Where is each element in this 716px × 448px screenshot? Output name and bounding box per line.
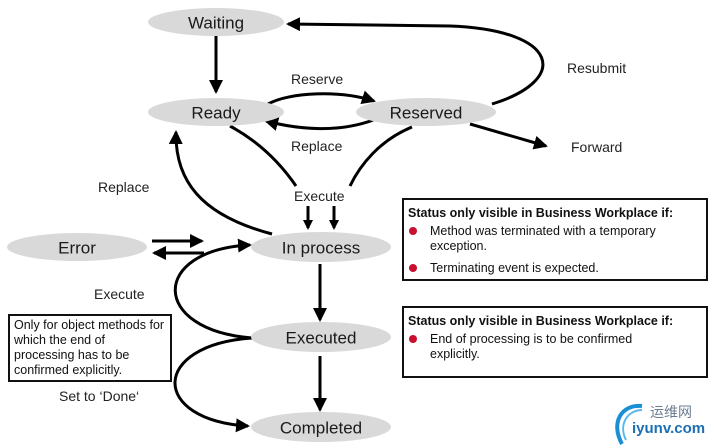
watermark: 运维网 iyunv.com <box>608 400 714 446</box>
info-box-title: Status only visible in Business Workplac… <box>408 314 674 328</box>
info-box-item: Terminating event is expected. <box>404 261 706 276</box>
edge-ready-reserved <box>267 90 376 106</box>
state-executed-label: Executed <box>286 329 357 348</box>
edge-ready-execute <box>229 124 298 187</box>
info-box-in-process: Status only visible in Business Workplac… <box>402 198 708 281</box>
state-in-process: In process <box>251 232 391 262</box>
watermark-en: iyunv.com <box>632 420 706 437</box>
label-resubmit: Resubmit <box>567 60 626 76</box>
info-box-item: Method was terminated with a temporary e… <box>404 224 706 254</box>
state-completed-label: Completed <box>280 419 362 438</box>
state-ready-label: Ready <box>191 104 241 123</box>
watermark-cn: 运维网 <box>650 404 692 420</box>
label-reserve: Reserve <box>291 71 343 87</box>
edge-in-process-ready <box>168 130 273 236</box>
state-reserved-label: Reserved <box>390 104 463 123</box>
label-set-done: Set to ‘Done‘ <box>59 388 139 404</box>
label-execute-left: Execute <box>94 286 145 302</box>
info-box-title: Status only visible in Business Workplac… <box>408 206 674 220</box>
state-in-process-label: In process <box>282 239 360 258</box>
state-error: Error <box>7 233 147 261</box>
label-replace-top: Replace <box>291 138 343 154</box>
state-waiting: Waiting <box>148 8 284 36</box>
info-box-item: End of processing is to be confirmed exp… <box>404 332 706 362</box>
bullet-icon <box>409 335 417 343</box>
label-replace-left: Replace <box>98 179 150 195</box>
label-forward: Forward <box>571 139 622 155</box>
edge-executed-in-process <box>173 238 253 340</box>
edge-reserved-forward <box>469 122 548 150</box>
bullet-icon <box>409 264 417 272</box>
state-ready: Ready <box>148 98 284 126</box>
edge-reserved-execute <box>348 125 413 187</box>
state-waiting-label: Waiting <box>188 14 244 33</box>
edge-executed-completed-done <box>173 336 253 433</box>
edge-reserved-ready <box>264 117 377 131</box>
label-execute-top: Execute <box>294 188 345 204</box>
swirl-logo-icon <box>615 403 643 445</box>
state-reserved: Reserved <box>356 98 496 126</box>
bullet-icon <box>409 227 417 235</box>
info-box-executed: Status only visible in Business Workplac… <box>402 306 708 378</box>
note-box: Only for object methods for which the en… <box>8 314 172 382</box>
state-completed: Completed <box>251 412 391 442</box>
state-executed: Executed <box>251 322 391 352</box>
state-error-label: Error <box>58 239 96 258</box>
edge-reserved-waiting <box>286 17 545 106</box>
